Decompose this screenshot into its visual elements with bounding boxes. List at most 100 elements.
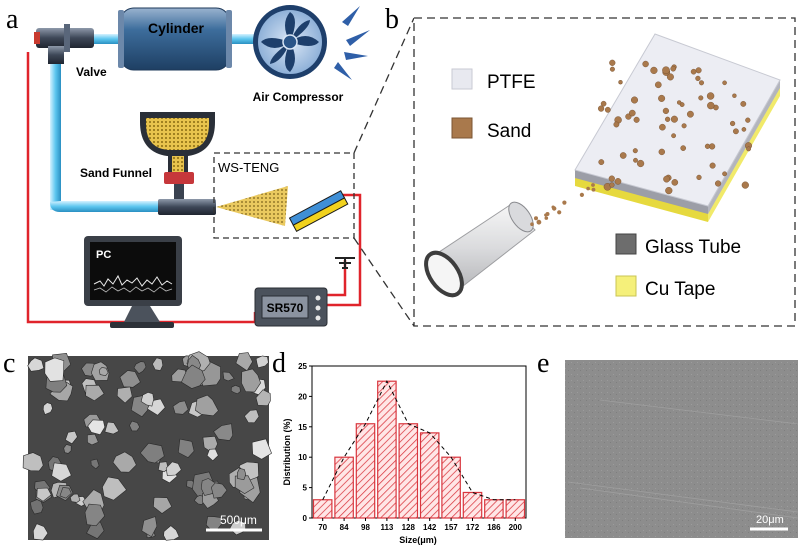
sand-grain xyxy=(210,482,228,499)
valve-icon xyxy=(34,24,94,64)
sand-particle xyxy=(629,109,636,117)
air-compressor-label: Air Compressor xyxy=(253,90,344,104)
ws-teng-label: WS-TENG xyxy=(218,160,279,175)
sand-grain xyxy=(42,402,53,415)
sand-particle xyxy=(699,80,705,86)
histogram-bar xyxy=(419,432,440,519)
pc-label: PC xyxy=(96,249,111,261)
sand-particle xyxy=(642,60,649,68)
sand-particle xyxy=(741,127,747,132)
histogram-bar xyxy=(505,499,526,519)
scale-bar-e-label: 20μm xyxy=(756,514,784,526)
legend-sand-label: Sand xyxy=(487,121,531,142)
sand-grain xyxy=(36,487,52,502)
sand-grains-image xyxy=(22,351,272,541)
sand-grain xyxy=(119,370,141,388)
sand-grain xyxy=(153,496,173,514)
y-tick-label: 5 xyxy=(303,484,308,493)
y-tick-label: 10 xyxy=(298,453,307,462)
sand-grain xyxy=(116,386,133,404)
sand-particle xyxy=(695,75,701,82)
sand-particle xyxy=(591,183,595,187)
panel-a-label: a xyxy=(6,4,19,35)
panel-b: b PTFE Sand Glass Tube Cu Tape xyxy=(385,4,796,327)
y-tick-label: 20 xyxy=(298,392,307,401)
legend-sand: Sand xyxy=(451,117,531,142)
sand-particle xyxy=(609,59,616,66)
legend-cu-tape-label: Cu Tape xyxy=(645,279,715,300)
ground-icon xyxy=(335,257,355,269)
airflow-arrows-icon xyxy=(334,6,370,80)
sand-particle xyxy=(609,182,615,188)
teng-device-icon xyxy=(288,190,349,233)
y-axis-title: Distribution (%) xyxy=(282,419,292,486)
histogram-bar xyxy=(441,456,461,519)
sand-particle xyxy=(709,162,716,169)
sand-particle xyxy=(579,192,585,197)
legend-glass-tube-swatch xyxy=(615,233,637,255)
sand-grain xyxy=(213,423,234,441)
cylinder-icon xyxy=(118,7,232,71)
sand-particle xyxy=(677,100,682,105)
sand-grain xyxy=(255,355,269,369)
sand-grain xyxy=(241,368,261,393)
histogram-bar xyxy=(355,423,376,519)
histogram-bar xyxy=(398,423,419,519)
panel-b-label: b xyxy=(385,4,399,35)
sand-grain xyxy=(244,409,260,424)
sand-particle xyxy=(633,116,640,123)
sand-grain xyxy=(230,384,241,395)
glass-tube-icon xyxy=(424,201,536,298)
histogram-bar xyxy=(377,380,397,519)
x-tick-label: 84 xyxy=(340,523,349,532)
sand-particle xyxy=(740,101,747,107)
pc-monitor-icon xyxy=(84,236,182,328)
x-tick-label: 186 xyxy=(487,523,501,532)
sand-grain xyxy=(29,499,44,515)
sand-grain xyxy=(235,352,253,372)
sand-grain xyxy=(27,357,45,372)
x-tick-label: 98 xyxy=(361,523,370,532)
nozzle-pipe xyxy=(158,199,216,215)
sand-grain xyxy=(69,493,81,503)
sand-particle xyxy=(597,105,605,112)
sand-grain xyxy=(163,525,180,541)
sand-particle xyxy=(704,143,711,149)
cylinder-label: Cylinder xyxy=(148,20,205,36)
sand-grain xyxy=(133,361,147,374)
sand-particle xyxy=(600,100,607,107)
sand-particle xyxy=(671,179,679,186)
sand-particle xyxy=(552,206,557,211)
x-tick-label: 113 xyxy=(380,523,393,532)
sand-grain xyxy=(141,516,158,538)
sand-particle xyxy=(614,178,622,185)
sand-particle xyxy=(650,66,658,75)
sand-particle xyxy=(536,219,542,225)
fit-curve xyxy=(322,380,516,501)
sand-particle xyxy=(663,175,670,183)
panel-a: a Valve xyxy=(6,4,370,328)
legend-ptfe: PTFE xyxy=(451,68,536,93)
sand-particle xyxy=(665,187,673,195)
histogram-bar xyxy=(462,491,483,519)
sand-particle xyxy=(670,65,677,72)
sand-grain xyxy=(102,476,127,501)
sand-grain xyxy=(65,430,78,445)
surface-scratches xyxy=(567,399,799,519)
sand-grain xyxy=(32,523,49,541)
sand-particles xyxy=(530,59,753,226)
sand-particle xyxy=(714,180,722,187)
sand-particle xyxy=(608,175,615,182)
sr570-device-icon xyxy=(254,287,328,327)
fan-icon xyxy=(253,5,327,79)
sand-particle xyxy=(729,120,736,127)
sand-particle xyxy=(530,222,534,226)
x-axis-title: Size(μm) xyxy=(399,535,437,545)
y-tick-label: 15 xyxy=(298,423,307,432)
histogram-bar xyxy=(484,499,504,519)
sand-particle xyxy=(586,186,590,191)
legend-ptfe-swatch xyxy=(451,68,473,90)
sand-grain xyxy=(63,444,72,454)
